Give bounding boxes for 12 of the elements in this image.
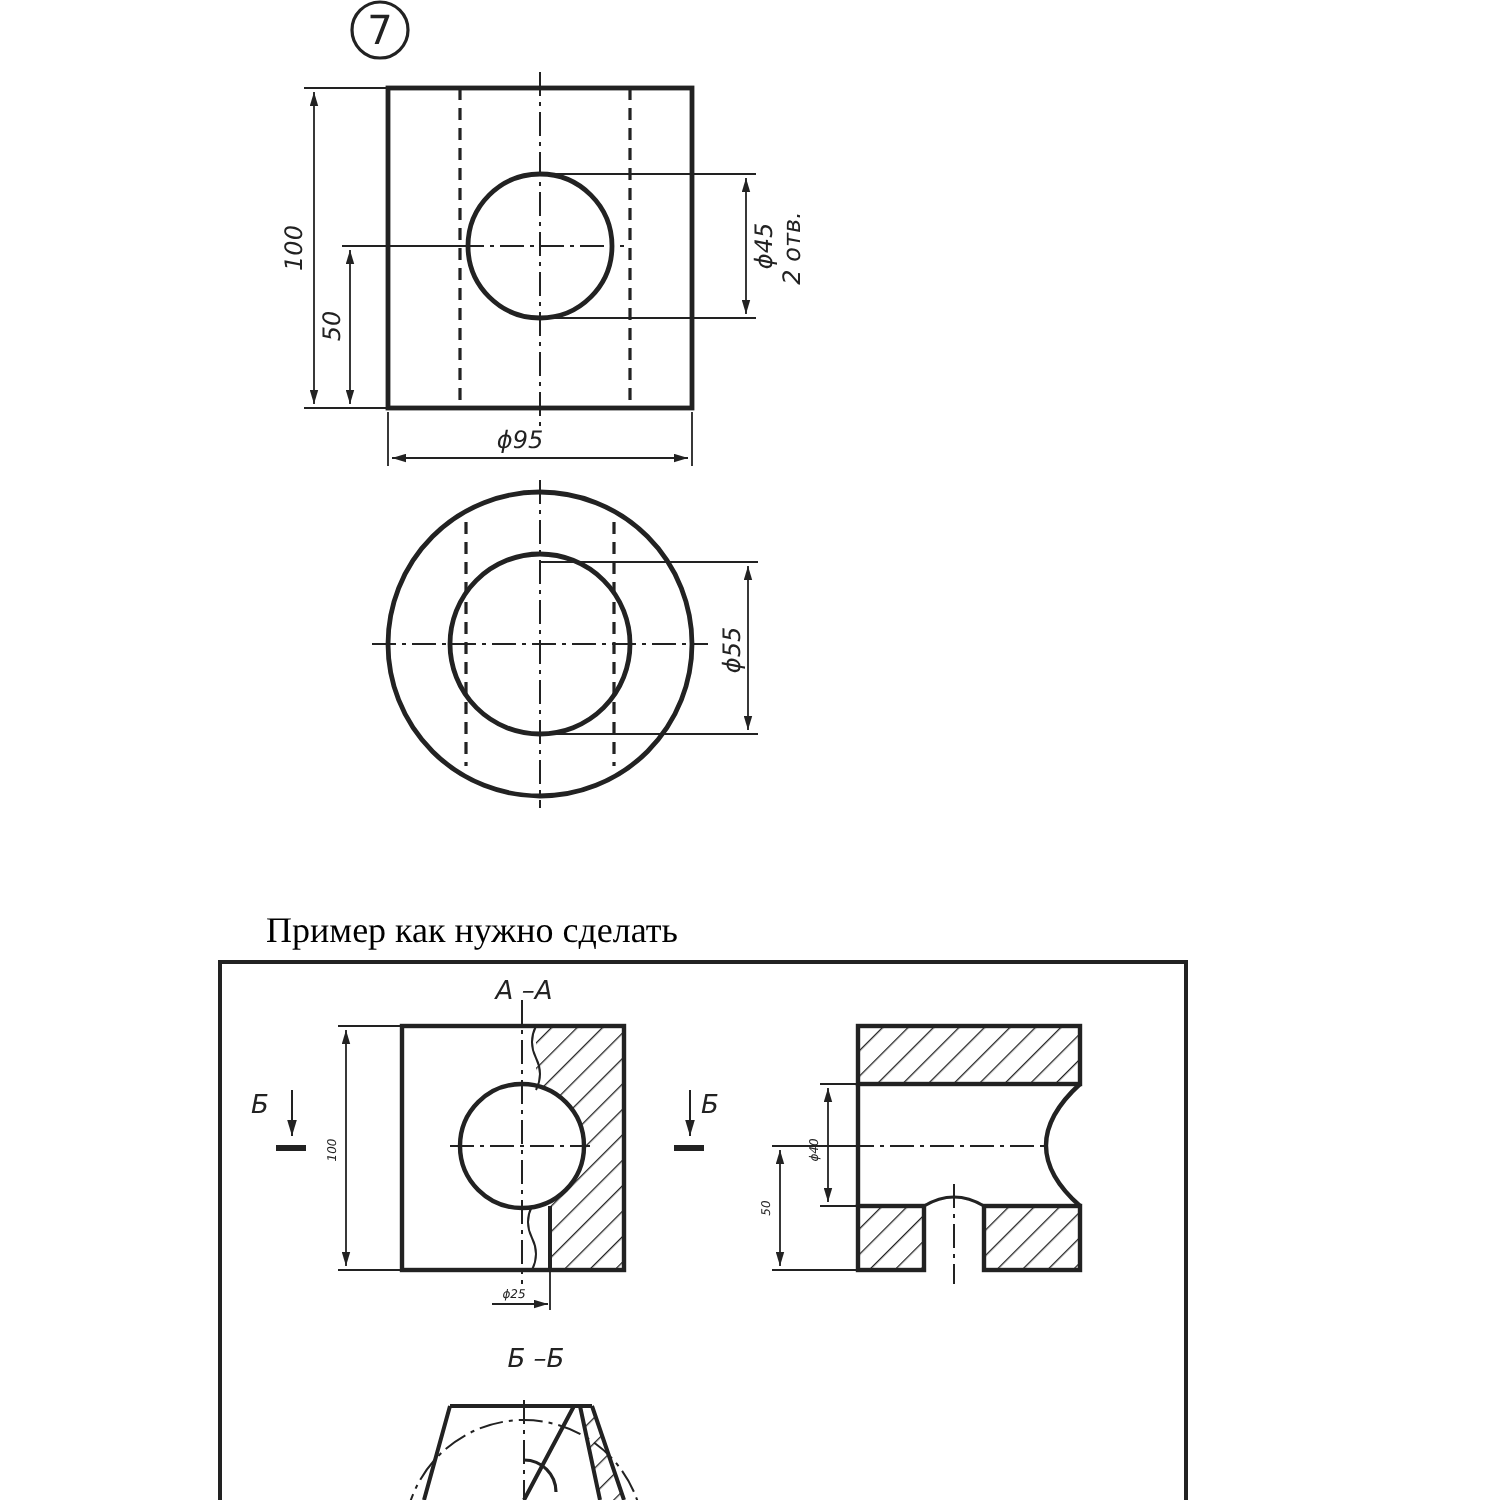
dimension-text: ϕ55 <box>720 626 744 674</box>
dimension-text: ϕ95 <box>496 428 544 452</box>
section-label: Б <box>701 1093 719 1119</box>
dimension-text: 50 <box>320 310 344 342</box>
dimension-text: 100 <box>282 225 306 271</box>
callout-number: 7 <box>367 10 393 50</box>
section-label: Б –Б <box>507 1347 565 1373</box>
dimension-text: ϕ45 <box>752 222 776 270</box>
heading: Пример как нужно сделать <box>266 912 678 948</box>
section-label: Б <box>251 1093 269 1119</box>
dimension-text: 2 отв. <box>780 211 804 285</box>
section-label: А –А <box>495 979 553 1005</box>
